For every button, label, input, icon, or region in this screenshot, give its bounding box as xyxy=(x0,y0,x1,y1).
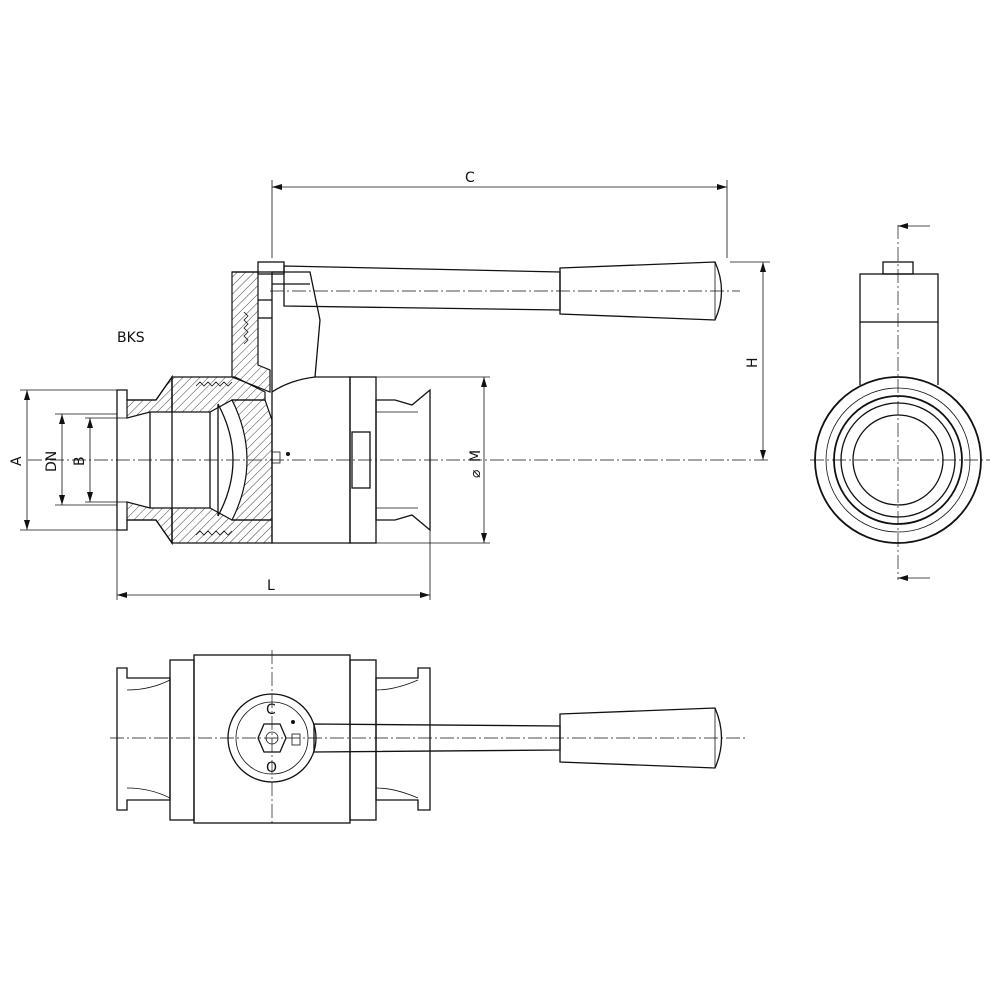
stem-nut-icon xyxy=(257,723,287,753)
left-ferrule-wall-bottom xyxy=(126,501,173,545)
left-ferrule-wall-top xyxy=(126,375,173,419)
dimension-a-label: A xyxy=(9,456,25,466)
side-view xyxy=(810,223,990,581)
knob-open-marker: O xyxy=(266,760,277,776)
dimension-c-label: C xyxy=(465,170,475,186)
top-left-ferrule xyxy=(116,667,171,811)
front-section-view: C H A DN B ⌀ M xyxy=(9,170,770,600)
dimension-dn-label: DN xyxy=(44,451,60,472)
dimension-l-label: L xyxy=(267,578,275,594)
dimension-m-label: M xyxy=(468,450,484,462)
stem-housing-section xyxy=(231,271,271,393)
top-right-ferrule xyxy=(375,667,431,811)
knob-close-marker: C xyxy=(266,702,276,718)
valve-body xyxy=(271,271,351,544)
side-bore xyxy=(852,414,944,506)
dimension-h-label: H xyxy=(745,357,761,368)
dimension-b-label: B xyxy=(72,456,88,466)
side-body-outer xyxy=(814,376,982,544)
top-lock-icon xyxy=(291,733,301,746)
top-view: C O xyxy=(110,650,745,825)
lock-icon xyxy=(271,451,281,464)
top-knob xyxy=(227,693,317,783)
handle-lever xyxy=(283,265,561,311)
model-label: BKS xyxy=(117,330,145,346)
dimension-m-diameter-symbol: ⌀ xyxy=(468,469,484,478)
